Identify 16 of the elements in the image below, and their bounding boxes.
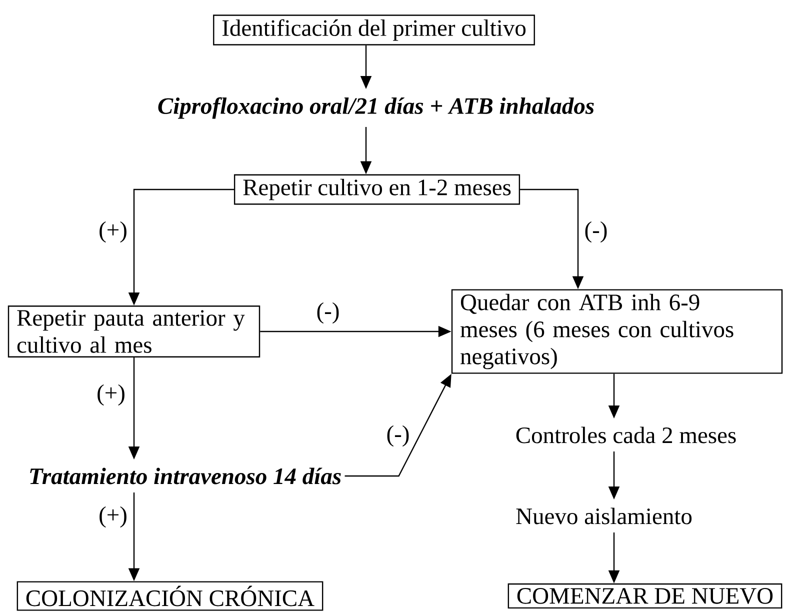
process-box: COLONIZACIÓN CRÓNICA: [16, 581, 324, 611]
edge-label: (+): [98, 220, 128, 244]
process-box: COMENZAR DE NUEVO: [508, 583, 782, 609]
edge-label: (-): [315, 301, 341, 325]
edge-label: (+): [96, 383, 126, 407]
edge-label: (-): [583, 220, 609, 244]
step-text: Tratamiento intravenoso 14 días: [30, 468, 341, 484]
step-text: Nuevo aislamiento: [516, 508, 692, 524]
step-text: Controles cada 2 meses: [516, 426, 736, 444]
edge-label: (-): [385, 424, 411, 448]
step-text: Ciprofloxacino oral/21 días + ATB inhalados: [158, 97, 594, 119]
process-box: Repetir pauta anterior y cultivo al mes: [8, 306, 260, 358]
edge-label: (+): [98, 505, 128, 529]
process-box: Quedar con ATB inh 6-9 meses (6 meses con cultivos negativos): [451, 289, 783, 374]
process-box: Repetir cultivo en 1-2 meses: [234, 174, 520, 205]
process-box: Identificación del primer cultivo: [213, 14, 535, 46]
